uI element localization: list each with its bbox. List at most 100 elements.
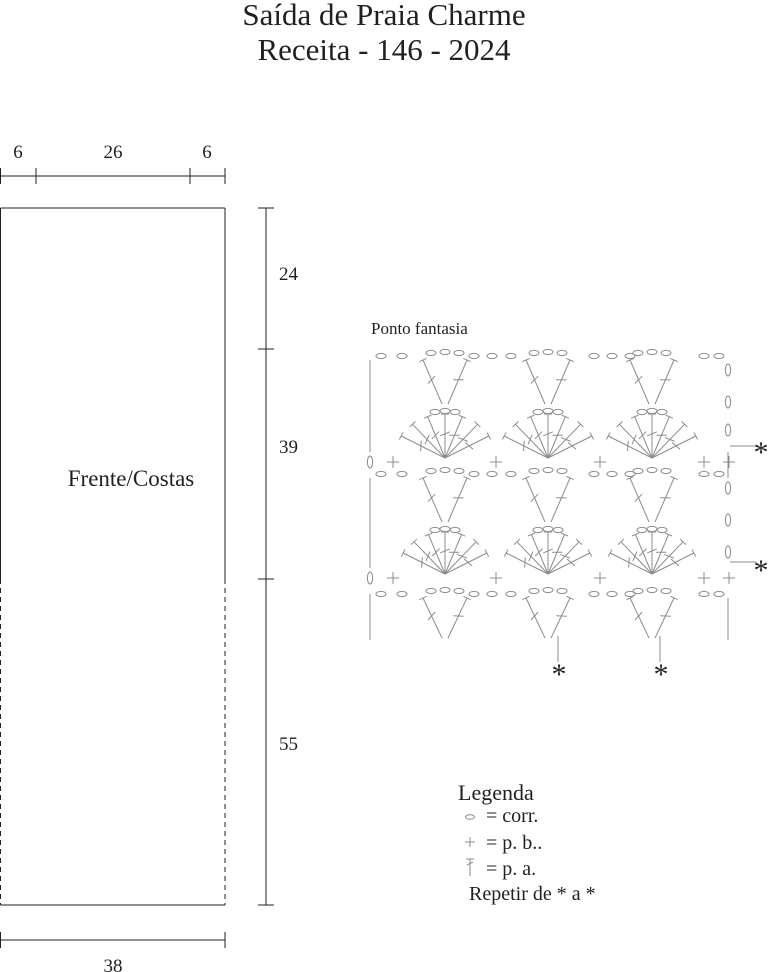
chain-stitch	[624, 590, 636, 598]
chain-stitch	[439, 525, 451, 533]
double-crochet	[427, 611, 436, 621]
double-crochet	[444, 541, 477, 575]
double-crochet	[589, 432, 595, 440]
double-crochet	[617, 538, 625, 545]
double-crochet	[629, 477, 650, 523]
chain-stitch	[636, 526, 648, 534]
double-crochet	[440, 548, 450, 554]
double-crochet	[463, 595, 471, 601]
piece-label: Frente/Costas	[68, 466, 195, 491]
height-segment-middle: 39	[279, 437, 298, 458]
repeat-marker: *	[552, 658, 567, 691]
chain-stitch	[528, 587, 540, 595]
double-crochet	[629, 597, 650, 639]
double-crochet	[412, 423, 446, 459]
chain-stitch	[425, 587, 437, 595]
double-crochet	[634, 375, 643, 384]
double-crochet	[651, 541, 684, 575]
legend-chain: = corr.	[486, 805, 539, 827]
chain-stitch	[660, 349, 672, 357]
double-crochet	[463, 475, 471, 481]
double-crochet	[531, 534, 549, 575]
double-crochet	[424, 434, 430, 445]
double-crochet	[522, 475, 530, 481]
chain-stitch	[660, 467, 672, 475]
double-crochet	[651, 416, 670, 459]
chain-stitch	[375, 352, 387, 360]
double-crochet	[631, 434, 637, 445]
double-crochet	[458, 414, 467, 419]
chain-stitch	[425, 467, 437, 475]
double-crochet	[447, 597, 468, 639]
double-crochet	[626, 475, 634, 481]
chain-stitch	[646, 466, 658, 474]
double-crochet	[525, 477, 546, 523]
chain-stitch	[366, 455, 374, 469]
double-crochet	[447, 359, 468, 405]
height-segment-top: 24	[279, 264, 299, 285]
chain-stitch	[698, 590, 710, 598]
chain-stitch	[486, 470, 498, 478]
chain-stitch	[724, 545, 732, 559]
double-crochet	[526, 414, 535, 419]
chain-stitch	[505, 352, 517, 360]
double-crochet	[634, 611, 643, 621]
double-crochet	[638, 548, 647, 557]
chain-stitch	[449, 526, 461, 534]
double-crochet	[631, 532, 640, 537]
double-crochet	[561, 414, 570, 419]
double-crochet	[626, 357, 634, 363]
chain-stitch	[528, 349, 540, 357]
double-crochet	[607, 549, 613, 557]
chain-stitch	[656, 526, 668, 534]
chain-stitch	[698, 352, 710, 360]
width-segment-right: 6	[202, 142, 212, 163]
chain-stitch	[606, 590, 618, 598]
double-crochet	[547, 423, 581, 459]
double-crochet	[503, 549, 509, 557]
chain-stitch	[439, 348, 451, 356]
double-crochet	[427, 375, 436, 384]
double-crochet	[501, 432, 507, 440]
double-crochet	[419, 475, 427, 481]
chain-stitch	[713, 470, 725, 478]
double-crochet	[679, 538, 687, 545]
double-crochet	[530, 375, 539, 384]
double-crochet	[634, 416, 653, 459]
double-crochet	[693, 432, 699, 440]
double-crochet	[419, 595, 427, 601]
double-crochet	[522, 595, 530, 601]
chain-stitch	[646, 407, 658, 415]
double-crochet	[560, 553, 571, 559]
double-crochet	[547, 435, 593, 459]
double-crochet	[664, 532, 673, 537]
stitch-chart	[366, 348, 735, 640]
double-crochet	[516, 541, 549, 575]
chain-stitch	[724, 363, 732, 377]
double-crochet	[512, 421, 519, 428]
height-segment-bottom: 55	[279, 734, 298, 755]
double-crochet	[616, 421, 623, 428]
chain-stitch	[606, 352, 618, 360]
chain-stitch	[552, 408, 564, 416]
double-crochet	[609, 552, 653, 575]
double-crochet	[670, 595, 678, 601]
chain-stitch	[453, 587, 465, 595]
double-crochet	[670, 475, 678, 481]
double-crochet	[419, 357, 427, 363]
double-crochet	[409, 421, 416, 428]
double-crochet	[400, 549, 406, 557]
pattern-title: Saída de Praia Charme	[242, 0, 526, 32]
double-crochet	[410, 538, 418, 545]
double-crochet	[654, 477, 675, 523]
double-crochet	[620, 541, 653, 575]
double-crochet	[630, 414, 639, 419]
chain-stitch	[528, 467, 540, 475]
double-crochet	[444, 534, 462, 575]
chain-stitch	[439, 586, 451, 594]
double-crochet	[444, 423, 478, 459]
chain-stitch-icon	[465, 814, 475, 820]
double-crochet	[444, 552, 488, 575]
chain-stitch	[449, 408, 461, 416]
